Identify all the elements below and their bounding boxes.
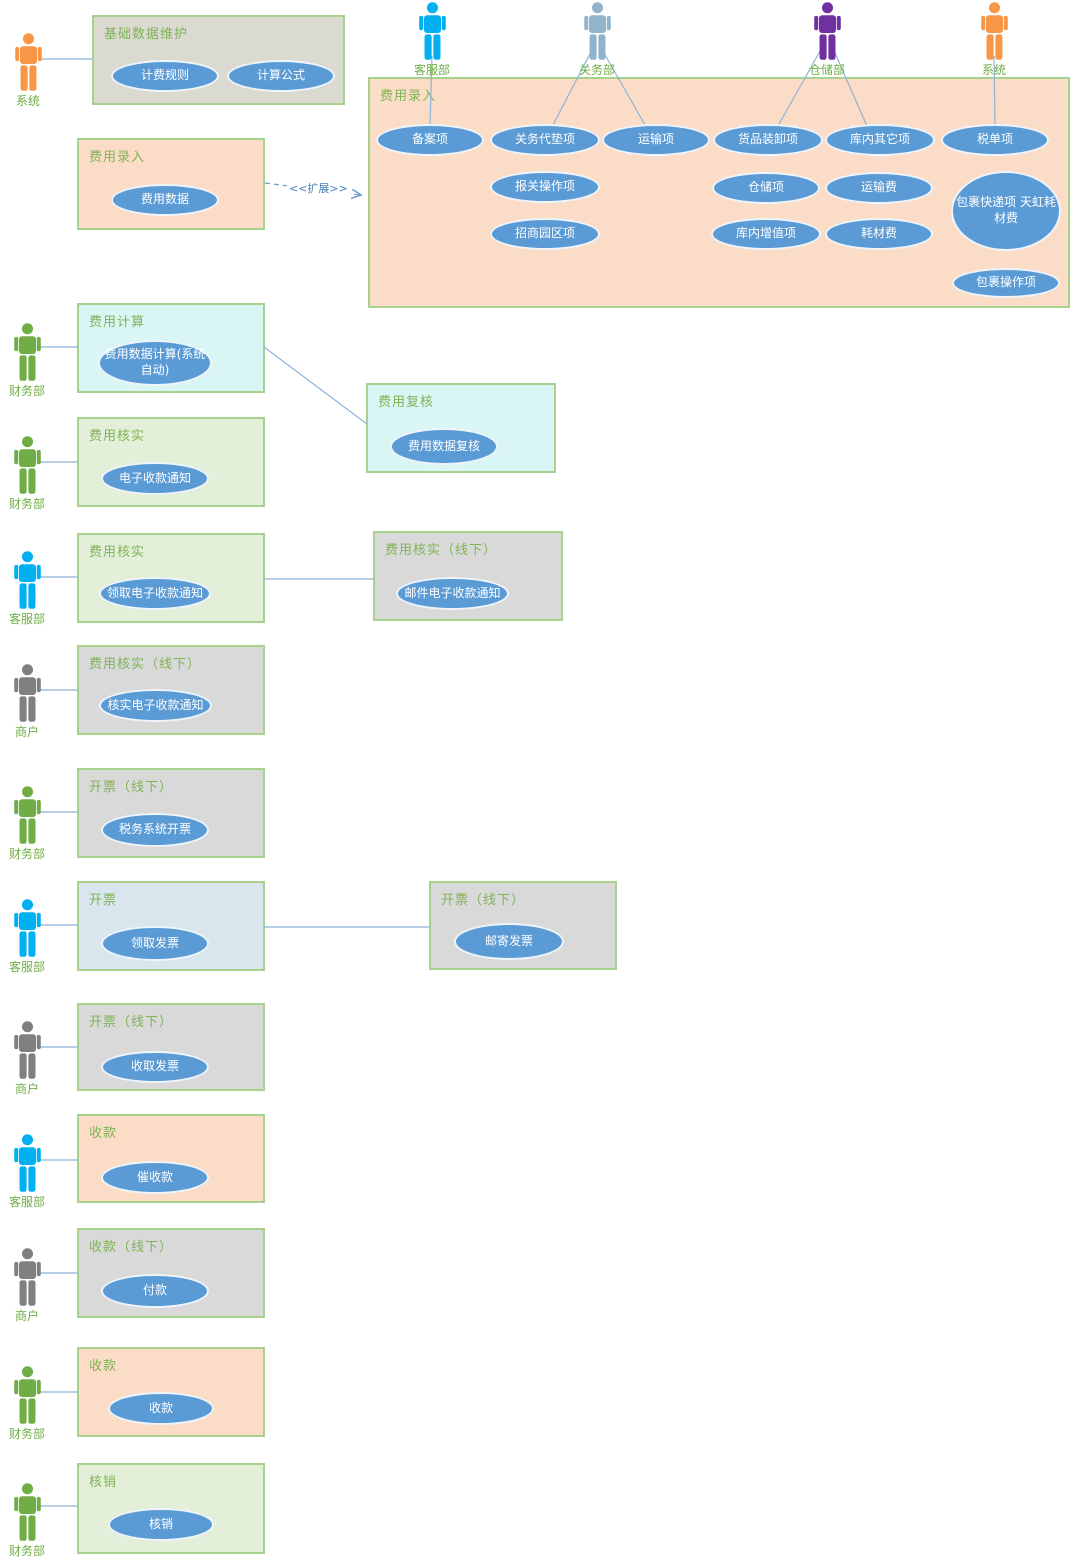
usecase-transport-fee: 运输费 — [825, 172, 933, 204]
box-title: 收款 — [89, 1359, 118, 1374]
actor-label: 商户 — [14, 725, 39, 739]
actor-merchant: 商户 — [2, 1248, 52, 1324]
usecase-customs-operation-item: 报关操作项 — [490, 171, 600, 203]
actor-merchant: 商户 — [2, 664, 52, 740]
person-icon — [13, 1021, 41, 1079]
box-title: 开票 — [89, 893, 118, 908]
usecase-epayment-notice: 电子收款通知 — [101, 462, 209, 495]
person-icon — [13, 323, 41, 381]
box-title: 基础数据维护 — [104, 27, 189, 42]
usecase-fee-data: 费用数据 — [111, 184, 219, 216]
actor-customs: 关务部 — [572, 2, 622, 78]
actor-finance: 财务部 — [2, 1366, 52, 1442]
usecase-mail-invoice: 邮寄发票 — [454, 923, 564, 960]
person-icon — [13, 551, 41, 609]
box-title: 开票（线下） — [89, 1015, 174, 1030]
box-title: 收款（线下） — [89, 1240, 174, 1255]
actor-customer-service: 客服部 — [2, 551, 52, 627]
usecase-get-invoice: 领取发票 — [101, 926, 209, 961]
usecase-tax-item: 税单项 — [941, 124, 1049, 156]
usecase-record-item: 备案项 — [376, 124, 484, 156]
usecase-fee-auto-calc: 费用数据计算(系统自动) — [98, 340, 212, 386]
actor-warehouse: 仓储部 — [802, 2, 852, 78]
actor-label: 系统 — [15, 94, 40, 108]
usecase-mail-epayment-notice: 邮件电子收款通知 — [396, 577, 509, 610]
actor-label: 客服部 — [8, 612, 45, 626]
actor-label: 客服部 — [413, 63, 450, 77]
box-title: 费用录入 — [89, 150, 146, 165]
actor-merchant: 商户 — [2, 1021, 52, 1097]
actor-label: 财务部 — [8, 1427, 45, 1441]
person-icon — [13, 899, 41, 957]
box-title: 费用录入 — [380, 89, 437, 104]
usecase-receive-invoice: 收取发票 — [101, 1051, 209, 1083]
person-icon — [583, 2, 611, 60]
actor-label: 商户 — [14, 1309, 39, 1323]
actor-label: 商户 — [14, 1082, 39, 1096]
box-title: 收款 — [89, 1126, 118, 1141]
box-title: 费用计算 — [89, 315, 146, 330]
extend-stereotype-label: <<扩展>> — [287, 180, 350, 196]
actor-finance: 财务部 — [2, 786, 52, 862]
usecase-parcel-operation-item: 包裹操作项 — [952, 268, 1060, 298]
usecase-warehouse-item: 仓储项 — [712, 172, 820, 204]
actor-finance: 财务部 — [2, 323, 52, 399]
box-title: 核销 — [89, 1475, 118, 1490]
actor-finance: 财务部 — [2, 436, 52, 512]
person-icon — [14, 33, 42, 91]
actor-label: 仓储部 — [808, 63, 845, 77]
actor-label: 关务部 — [578, 63, 615, 77]
box-title: 费用核实（线下） — [385, 543, 498, 558]
actor-label: 财务部 — [8, 847, 45, 861]
box-invoice-offline-mail: 开票（线下） — [429, 881, 617, 970]
actor-label: 客服部 — [8, 960, 45, 974]
actor-customer-service: 客服部 — [2, 899, 52, 975]
usecase-get-epayment-notice: 领取电子收款通知 — [99, 577, 211, 610]
person-icon — [13, 1366, 41, 1424]
actor-system: 系统 — [3, 33, 53, 109]
box-title: 费用核实 — [89, 429, 146, 444]
usecase-park-item: 招商园区项 — [490, 218, 600, 250]
box-base-data-maintenance: 基础数据维护 — [92, 15, 345, 105]
usecase-material-fee: 耗材费 — [825, 218, 933, 250]
usecase-calc-formula: 计算公式 — [227, 60, 335, 92]
usecase-fee-data-recheck: 费用数据复核 — [390, 428, 498, 465]
usecase-customs-advance-item: 关务代垫项 — [490, 124, 600, 156]
person-icon — [13, 1483, 41, 1541]
actor-customer-service: 客服部 — [407, 2, 457, 78]
actor-label: 客服部 — [8, 1195, 45, 1209]
person-icon — [13, 436, 41, 494]
box-title: 开票（线下） — [89, 780, 174, 795]
usecase-parcel-express-item: 包裹快递项 天虹耗材费 — [951, 171, 1061, 251]
box-title: 费用复核 — [378, 395, 435, 410]
actor-customer-service: 客服部 — [2, 1134, 52, 1210]
actor-system: 系统 — [969, 2, 1019, 78]
usecase-writeoff: 核销 — [108, 1508, 214, 1541]
usecase-warehouse-vas-item: 库内增值项 — [711, 218, 821, 250]
person-icon — [418, 2, 446, 60]
actor-label: 财务部 — [8, 384, 45, 398]
actor-label: 系统 — [981, 63, 1006, 77]
usecase-billing-rules: 计费规则 — [111, 60, 219, 92]
box-title: 开票（线下） — [441, 893, 526, 908]
usecase-collect: 收款 — [108, 1392, 214, 1425]
box-title: 费用核实 — [89, 545, 146, 560]
person-icon — [813, 2, 841, 60]
usecase-tax-system-invoice: 税务系统开票 — [101, 813, 209, 847]
person-icon — [13, 1134, 41, 1192]
usecase-urge-payment: 催收款 — [101, 1161, 209, 1194]
person-icon — [13, 786, 41, 844]
usecase-pay: 付款 — [101, 1274, 209, 1308]
box-title: 费用核实（线下） — [89, 657, 202, 672]
person-icon — [13, 664, 41, 722]
person-icon — [13, 1248, 41, 1306]
person-icon — [980, 2, 1008, 60]
usecase-loading-item: 货品装卸项 — [713, 124, 823, 156]
actor-label: 财务部 — [8, 1544, 45, 1558]
actor-label: 财务部 — [8, 497, 45, 511]
usecase-transport-item: 运输项 — [602, 124, 710, 156]
usecase-verify-epayment-notice: 核实电子收款通知 — [99, 689, 212, 722]
actor-finance: 财务部 — [2, 1483, 52, 1559]
usecase-warehouse-other-item: 库内其它项 — [825, 124, 935, 156]
